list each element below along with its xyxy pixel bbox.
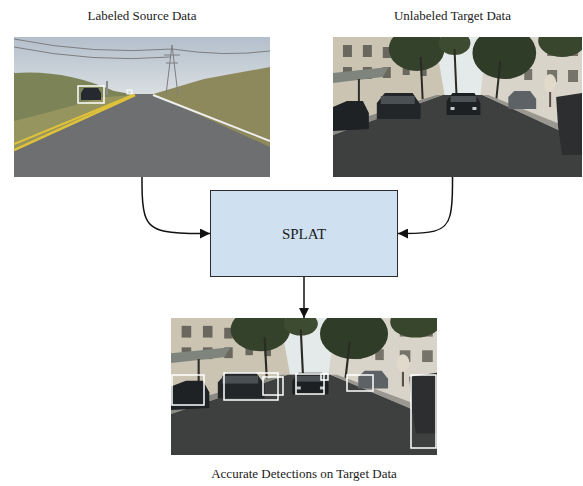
target-scene [333,25,583,177]
image-caption: Accurate Detections on Target Data [167,466,441,482]
method-label: SPLAT [272,225,336,243]
flow-arrow [142,177,210,234]
image-caption: Unlabeled Target Data [324,8,581,24]
method-box: SPLAT [210,190,398,277]
flow-arrow [303,277,305,318]
target-image: Unlabeled Target Data [324,4,581,177]
source-scene [14,37,270,177]
detection-scene [171,306,441,455]
image-caption: Labeled Source Data [10,8,274,24]
source-image: Labeled Source Data [10,4,274,177]
result-image: Accurate Detections on Target Data [167,318,441,483]
flow-arrow [398,177,453,234]
detection-boxes [172,373,436,448]
